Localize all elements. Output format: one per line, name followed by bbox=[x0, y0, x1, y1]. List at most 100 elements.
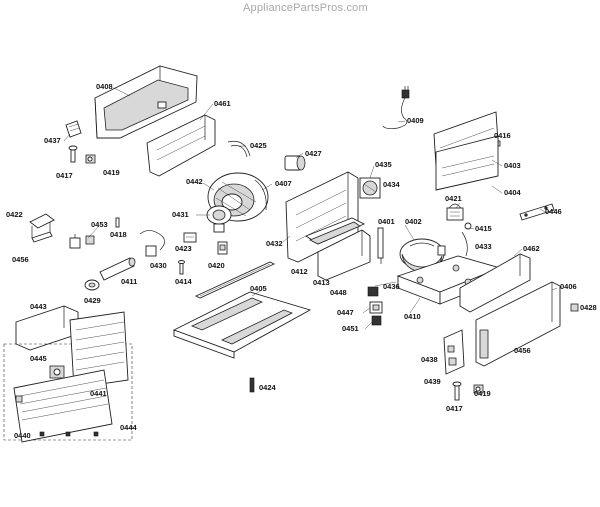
label-0444: 0444 bbox=[120, 423, 137, 432]
part-0433-tube bbox=[461, 231, 468, 257]
label-0425: 0425 bbox=[250, 141, 267, 150]
label-0405: 0405 bbox=[250, 284, 267, 293]
label-0447: 0447 bbox=[337, 308, 354, 317]
label-0434: 0434 bbox=[383, 180, 400, 189]
label-0419: 0419 bbox=[103, 168, 120, 177]
part-0447-relay bbox=[369, 301, 383, 314]
label-0424: 0424 bbox=[259, 383, 276, 392]
label-0432: 0432 bbox=[266, 239, 283, 248]
part-0420-connector bbox=[217, 241, 228, 255]
label-0461: 0461 bbox=[214, 99, 231, 108]
part-0425-ring bbox=[227, 140, 251, 158]
label-0412: 0412 bbox=[291, 267, 308, 276]
part-0408-panel bbox=[94, 65, 198, 139]
label-0401: 0401 bbox=[378, 217, 395, 226]
part-0446-bracket bbox=[519, 203, 555, 221]
part-0404-panel bbox=[435, 135, 499, 191]
label-0417-right: 0417 bbox=[446, 404, 463, 413]
label-0435: 0435 bbox=[375, 160, 392, 169]
part-0430-harness bbox=[139, 230, 165, 257]
label-0418: 0418 bbox=[110, 230, 127, 239]
label-0462: 0462 bbox=[523, 244, 540, 253]
part-0448-capacitor bbox=[367, 286, 379, 297]
part-0405-tray bbox=[172, 291, 312, 359]
part-0417-screw-a bbox=[68, 145, 78, 163]
part-0413-tray bbox=[317, 229, 371, 281]
label-0429: 0429 bbox=[84, 296, 101, 305]
part-0429-cap bbox=[84, 279, 100, 291]
part-0443-duct bbox=[15, 305, 79, 351]
watermark-text: AppliancePartsPros.com bbox=[243, 2, 368, 14]
label-0448: 0448 bbox=[330, 288, 347, 297]
part-0427-cylinder bbox=[284, 155, 306, 171]
part-0441-grille bbox=[3, 311, 133, 441]
label-0437: 0437 bbox=[44, 136, 61, 145]
label-0402: 0402 bbox=[405, 217, 422, 226]
label-0411: 0411 bbox=[121, 277, 138, 286]
label-0409: 0409 bbox=[407, 116, 424, 125]
part-0440-clips bbox=[39, 431, 99, 437]
part-0401-tube bbox=[377, 227, 384, 264]
label-0422: 0422 bbox=[6, 210, 23, 219]
part-0444-kickplate bbox=[13, 369, 113, 443]
part-0405-rail bbox=[194, 261, 276, 299]
part-0411-tube bbox=[99, 257, 136, 281]
part-0437-clip bbox=[65, 120, 82, 138]
label-0414: 0414 bbox=[175, 277, 192, 286]
part-0409-power-cord bbox=[382, 86, 410, 130]
label-0441: 0441 bbox=[90, 389, 107, 398]
label-0451: 0451 bbox=[342, 324, 359, 333]
label-0453: 0453 bbox=[91, 220, 108, 229]
label-0445: 0445 bbox=[30, 354, 47, 363]
label-0456-left: 0456 bbox=[12, 255, 29, 264]
part-0412-tray bbox=[305, 217, 366, 245]
part-0461-board bbox=[146, 114, 216, 177]
label-0438: 0438 bbox=[421, 355, 438, 364]
part-0419-fastener-b bbox=[473, 384, 484, 394]
part-0417-screw-b bbox=[452, 381, 462, 401]
label-0407: 0407 bbox=[275, 179, 292, 188]
label-0406: 0406 bbox=[560, 282, 577, 291]
part-0415-grommet bbox=[464, 222, 472, 230]
label-0443: 0443 bbox=[30, 302, 47, 311]
label-0415: 0415 bbox=[475, 224, 492, 233]
part-0419-fastener-a bbox=[85, 154, 96, 164]
part-0418-pin bbox=[115, 217, 120, 228]
label-0419-right: 0419 bbox=[474, 389, 491, 398]
label-0446: 0446 bbox=[545, 207, 562, 216]
part-0451-switch bbox=[371, 315, 382, 326]
part-0431-fan-motor bbox=[206, 205, 232, 233]
label-0428: 0428 bbox=[580, 303, 597, 312]
label-0408: 0408 bbox=[96, 82, 113, 91]
part-0445-motor bbox=[49, 365, 65, 379]
leader-lines bbox=[63, 87, 558, 330]
label-0421: 0421 bbox=[445, 194, 462, 203]
part-0423-bracket bbox=[183, 232, 197, 243]
label-0403: 0403 bbox=[504, 161, 521, 170]
part-0424-screw bbox=[249, 377, 255, 393]
part-0407-fan-housing bbox=[207, 172, 269, 222]
label-0442: 0442 bbox=[186, 177, 203, 186]
part-0456-clip bbox=[31, 231, 53, 243]
label-0417: 0417 bbox=[56, 171, 73, 180]
label-0420: 0420 bbox=[208, 261, 225, 270]
label-0404: 0404 bbox=[504, 188, 521, 197]
label-0440: 0440 bbox=[14, 431, 31, 440]
part-0456-right-panel bbox=[475, 281, 561, 367]
label-0430: 0430 bbox=[150, 261, 167, 270]
label-0427: 0427 bbox=[305, 149, 322, 158]
label-0431: 0431 bbox=[172, 210, 189, 219]
part-0453-holder bbox=[69, 234, 95, 249]
part-0428-clip bbox=[570, 303, 579, 312]
label-0416: 0416 bbox=[494, 131, 511, 140]
label-0456-right: 0456 bbox=[514, 346, 531, 355]
part-0414-screw bbox=[178, 260, 185, 275]
part-0435-fan-bracket bbox=[359, 177, 381, 199]
label-0433: 0433 bbox=[475, 242, 492, 251]
label-0423: 0423 bbox=[175, 244, 192, 253]
label-0436: 0436 bbox=[383, 282, 400, 291]
label-0410: 0410 bbox=[404, 312, 421, 321]
label-0413: 0413 bbox=[313, 278, 330, 287]
